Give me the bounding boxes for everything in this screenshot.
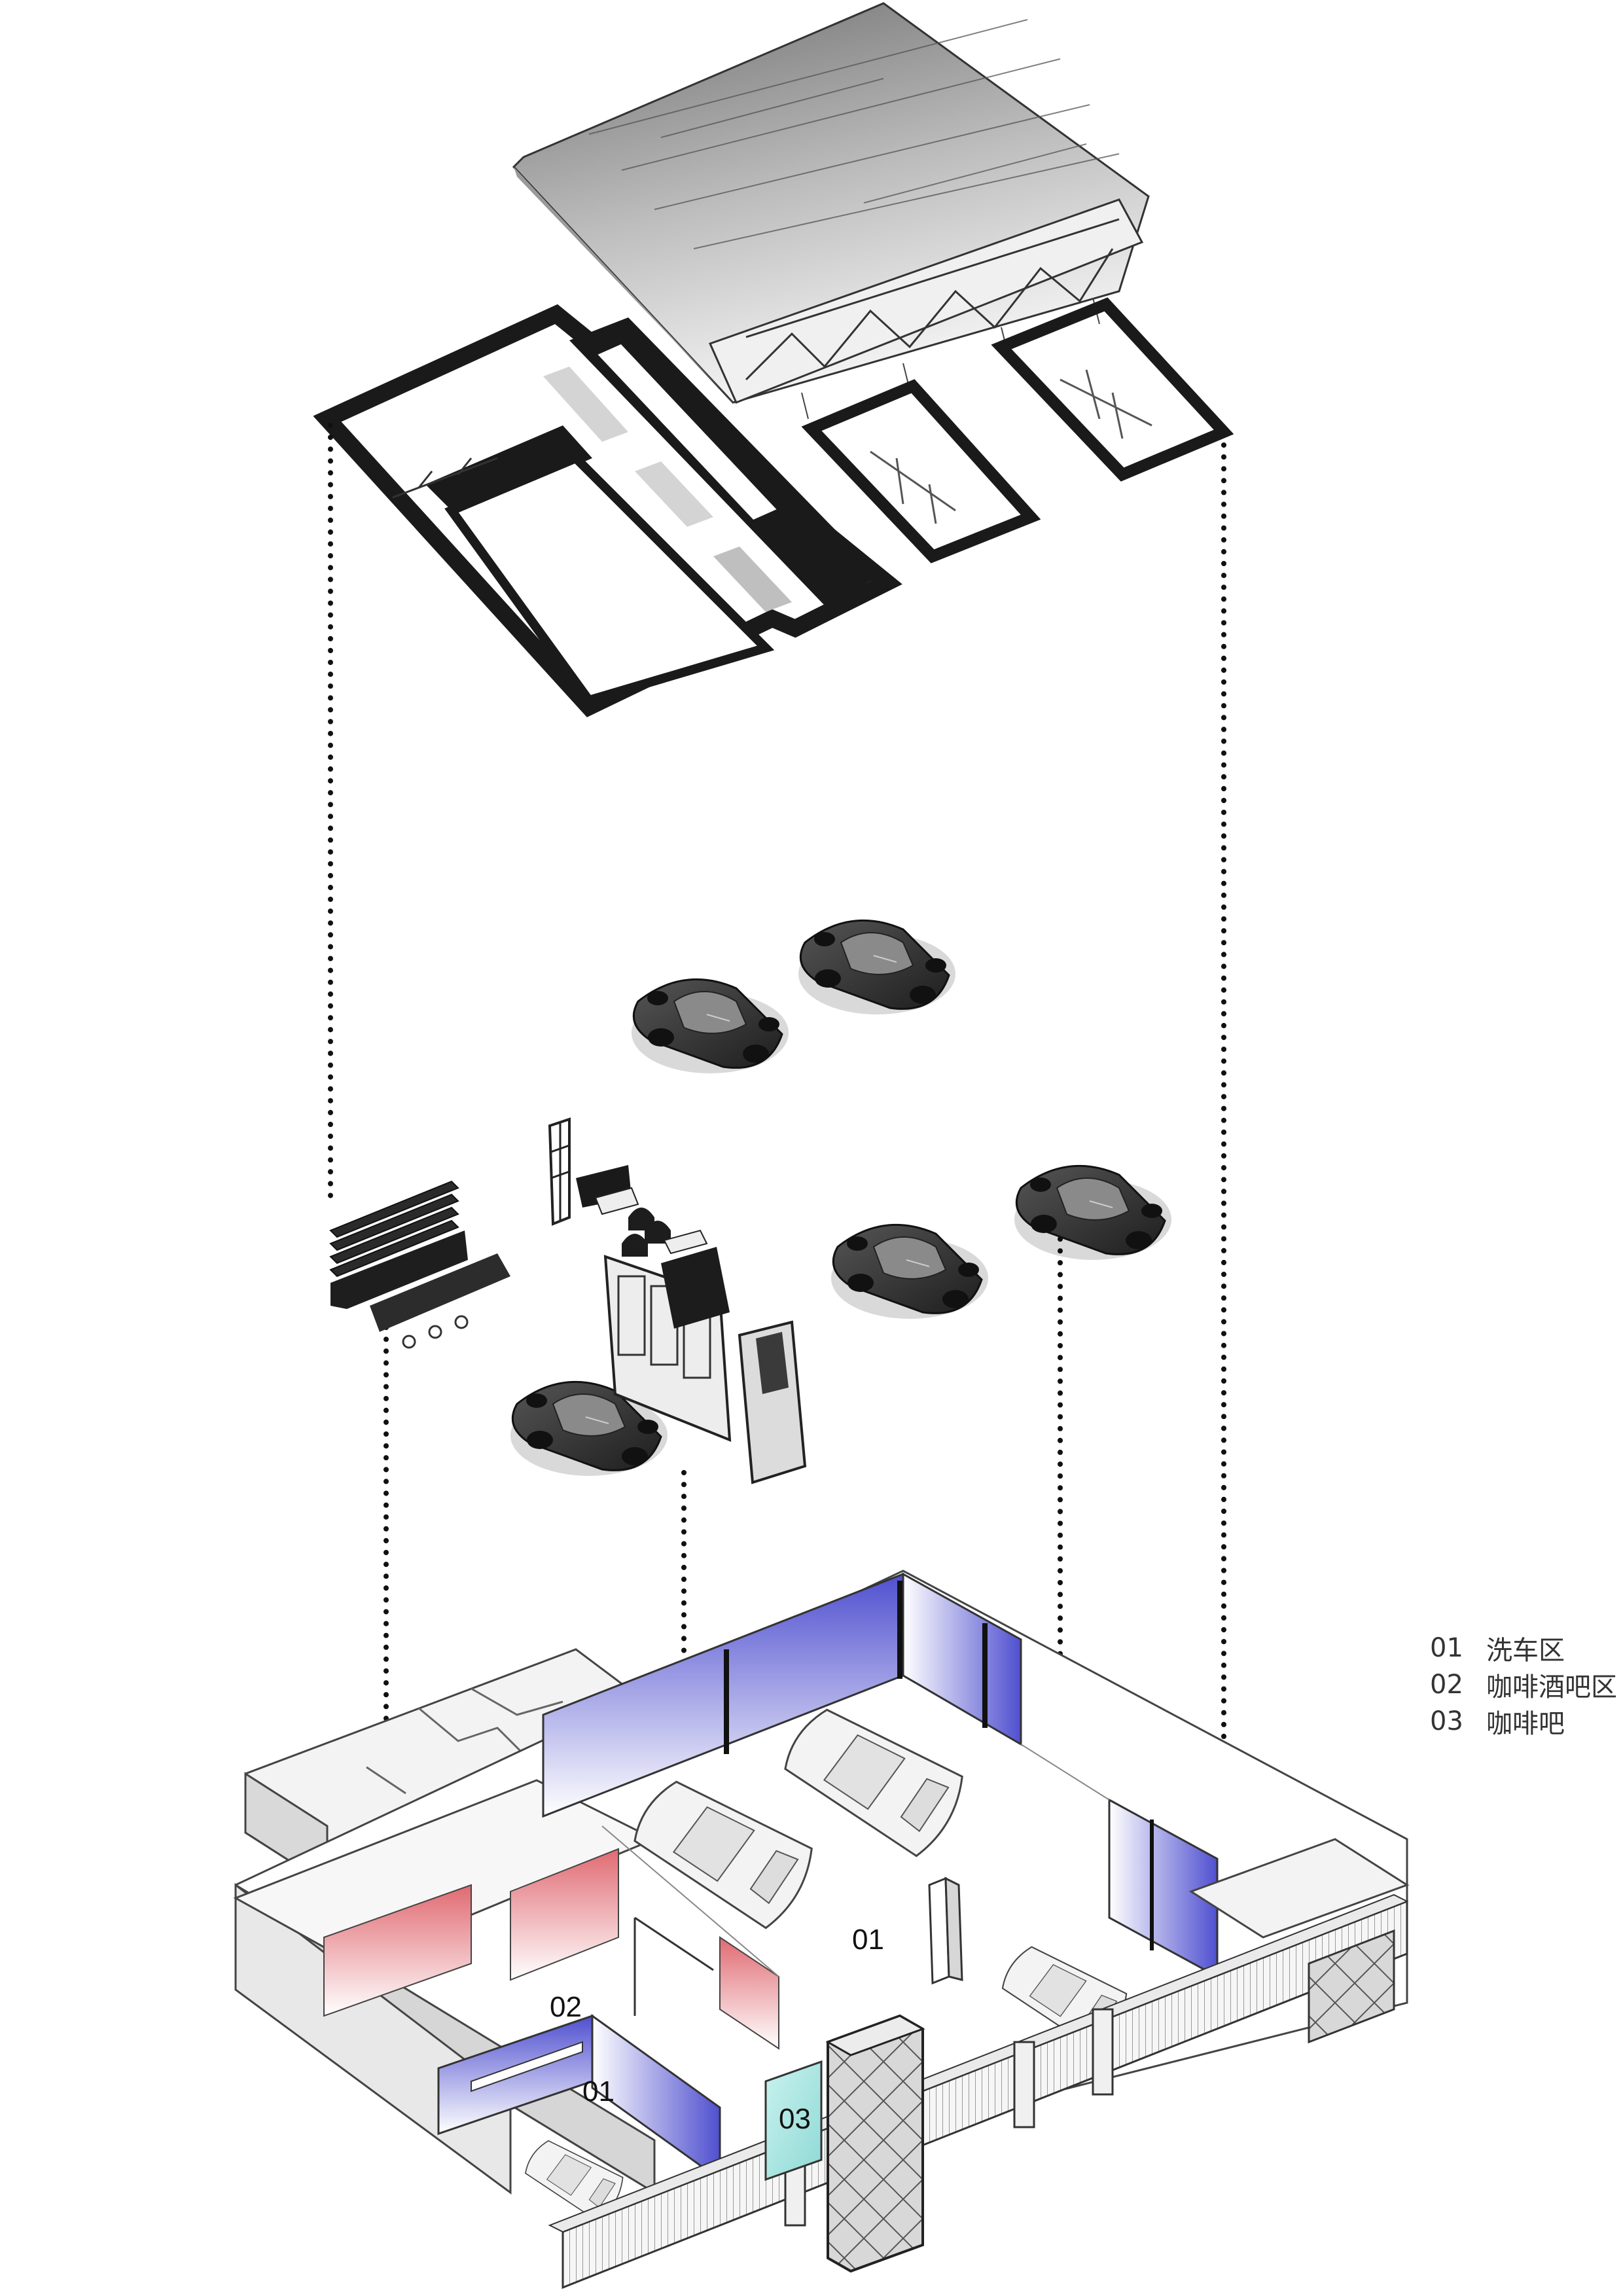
zone-label-cafe: 03 xyxy=(779,2103,811,2135)
legend-label: 咖啡吧 xyxy=(1486,1709,1565,1739)
car-2 xyxy=(797,919,957,1016)
legend-row: 01 洗车区 xyxy=(1430,1630,1620,1666)
legend-number: 03 xyxy=(1430,1706,1463,1736)
bar-counter-assembly xyxy=(548,1117,807,1484)
ground-floor-plan xyxy=(233,1570,1410,2289)
ceiling-frame-right xyxy=(991,297,1234,482)
legend-row: 03 咖啡吧 xyxy=(1430,1703,1620,1740)
zone-labels: 01 02 01 03 xyxy=(550,1924,884,2135)
zone-label-cafe-bar: 02 xyxy=(550,1991,582,2023)
car-3 xyxy=(1013,1164,1173,1261)
zone-label-wash-small: 01 xyxy=(582,2075,615,2108)
roof-canopy xyxy=(512,2,1150,420)
car-1 xyxy=(630,978,790,1075)
legend-number: 02 xyxy=(1430,1670,1463,1700)
legend-row: 02 咖啡酒吧区 xyxy=(1430,1666,1620,1703)
legend-label: 咖啡酒吧区 xyxy=(1486,1672,1617,1702)
zone-label-wash-main: 01 xyxy=(852,1924,884,1956)
shelving-unit xyxy=(329,1180,510,1349)
legend-number: 01 xyxy=(1430,1633,1463,1663)
legend: 01 洗车区 02 咖啡酒吧区 03 咖啡吧 xyxy=(1430,1630,1620,1740)
car-4 xyxy=(830,1223,990,1320)
legend-label: 洗车区 xyxy=(1486,1636,1565,1666)
ceiling-frame-left xyxy=(801,379,1041,564)
ceiling-frame-main xyxy=(313,304,902,717)
